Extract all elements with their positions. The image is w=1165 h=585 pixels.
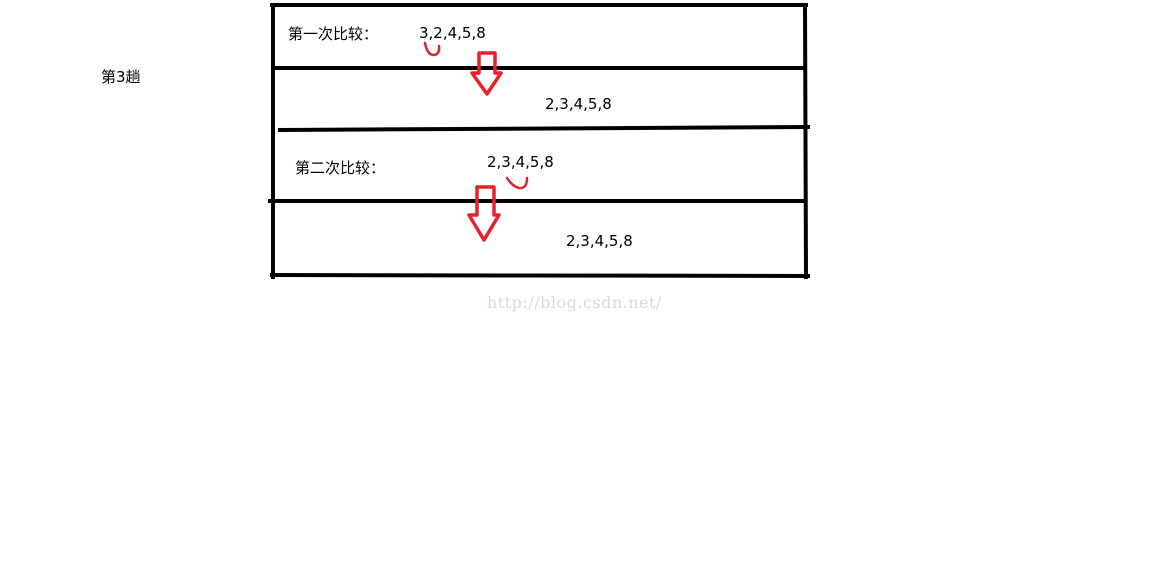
swap-mark-icon	[423, 41, 441, 57]
pass-label: 第3趟	[101, 68, 141, 86]
down-arrow-icon	[467, 185, 501, 242]
comparison-1-title: 第一次比较：	[288, 25, 379, 43]
row-divider-2	[277, 124, 811, 133]
comparison-1-after: 2,3,4,5,8	[545, 95, 612, 113]
watermark-text: http://blog.csdn.net/	[487, 293, 662, 312]
comparison-1-before: 3,2,4,5,8	[419, 24, 486, 42]
frame-right-line	[802, 2, 809, 280]
down-arrow-icon	[470, 51, 503, 96]
diagram-frame	[268, 2, 811, 280]
comparison-2-before: 2,3,4,5,8	[487, 153, 554, 171]
comparison-2-title: 第二次比较：	[295, 159, 386, 177]
swap-mark-icon	[505, 176, 529, 190]
frame-bottom-line	[269, 272, 811, 279]
comparison-2-after: 2,3,4,5,8	[566, 232, 633, 250]
